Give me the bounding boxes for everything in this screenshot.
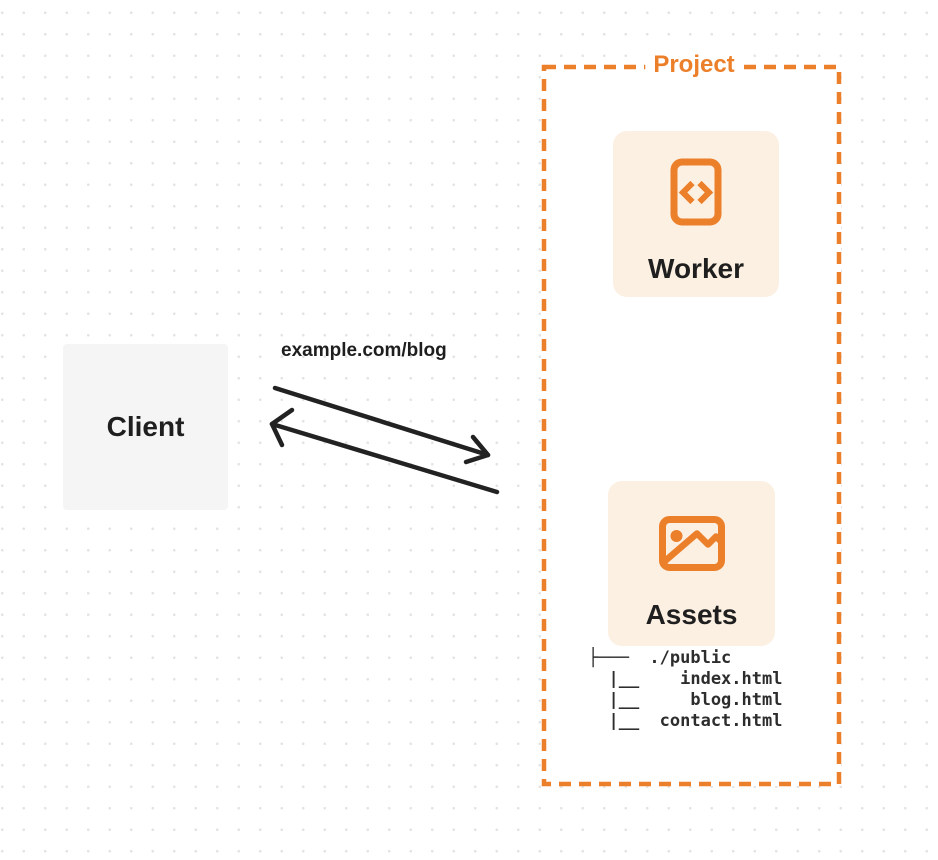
assets-label: Assets	[645, 599, 738, 630]
file-tree-line: |__ blog.html	[588, 690, 783, 710]
request-arrow	[272, 385, 491, 465]
image-icon	[658, 516, 725, 576]
worker-label: Worker	[648, 253, 744, 284]
response-arrow	[269, 407, 500, 495]
worker-node: Worker	[613, 131, 779, 297]
client-node: Client	[63, 344, 228, 510]
code-icon	[670, 158, 722, 231]
request-url-label: example.com/blog	[281, 340, 447, 361]
file-tree-line: |__ contact.html	[588, 711, 783, 731]
file-tree-line: ├─── ./public	[588, 648, 732, 668]
file-tree-line: |__ index.html	[588, 669, 783, 689]
project-group-label: Project	[645, 50, 743, 80]
assets-file-tree: ├─── ./public |__ index.html |__ blog.ht…	[588, 648, 782, 732]
assets-node: Assets	[608, 481, 775, 646]
client-label: Client	[106, 411, 185, 442]
